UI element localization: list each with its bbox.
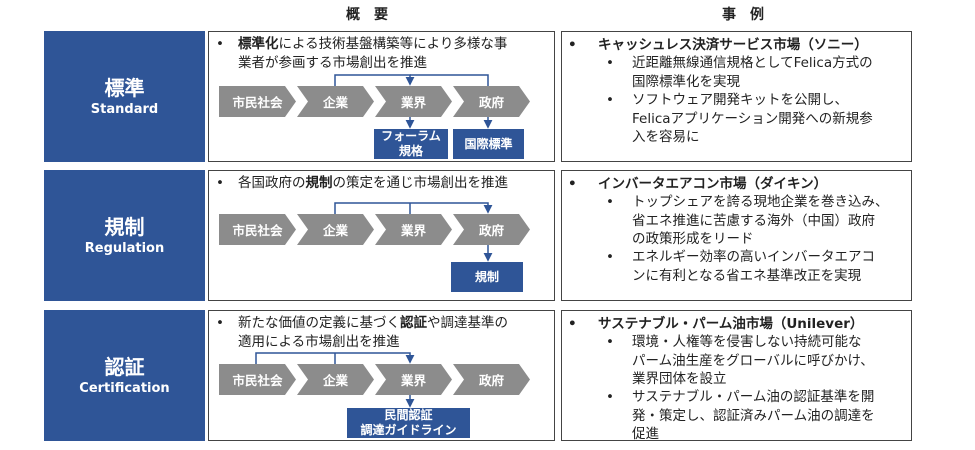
case-bullet: • bbox=[568, 37, 577, 53]
chain-civil-society: 市民社会 bbox=[219, 86, 296, 117]
overview-bold: 標準化 bbox=[238, 36, 279, 52]
chain-industry: 業界 bbox=[375, 214, 452, 245]
chain-civil-society: 市民社会 bbox=[219, 214, 296, 245]
row-label-en: Certification bbox=[79, 380, 170, 396]
output-regulation: 規制 bbox=[451, 262, 523, 292]
row-label-jp: 標準 bbox=[104, 75, 145, 100]
chain-company: 企業 bbox=[297, 364, 374, 395]
overview-rest: による技術基盤構築等により多様な事 bbox=[278, 36, 508, 52]
row-label-regulation: 規制 Regulation bbox=[44, 170, 205, 301]
bullet: • bbox=[216, 36, 224, 52]
overview-bold: 規制 bbox=[305, 175, 333, 191]
row-label-en: Regulation bbox=[84, 240, 165, 256]
case-title: サステナブル・パーム油市場（Unilever） bbox=[598, 316, 864, 332]
header-overview: 概要 bbox=[346, 7, 402, 23]
row-label-jp: 規制 bbox=[104, 214, 145, 239]
output-international-standard: 国際標準 bbox=[453, 129, 524, 159]
case-box-standard: • キャッシュレス決済サービス市場（ソニー） • 近距離無線通信規格としてFel… bbox=[561, 31, 912, 162]
chain-civil-society: 市民社会 bbox=[219, 364, 296, 395]
row-label-en: Standard bbox=[90, 101, 159, 117]
output-forum-standard: フォーラム規格 bbox=[374, 129, 448, 159]
overview-bold: 認証 bbox=[400, 315, 427, 331]
header-cases: 事例 bbox=[722, 7, 778, 23]
overview-text: • 各国政府の規制の策定を通じ市場創出を推進 bbox=[216, 175, 508, 191]
output-private-certification: 民間認証調達ガイドライン bbox=[347, 408, 470, 438]
chain-company: 企業 bbox=[297, 86, 374, 117]
overview-text: • 新たな価値の定義に基づく認証や調達基準の 適用による市場創出を推進 bbox=[216, 315, 508, 350]
chain-government: 政府 bbox=[453, 214, 530, 245]
overview-text: • 標準化による技術基盤構築等により多様な事 業者が参画する市場創出を推進 bbox=[216, 35, 551, 75]
case-title: キャッシュレス決済サービス市場（ソニー） bbox=[598, 37, 868, 53]
case-box-regulation: • インバータエアコン市場（ダイキン） • トップシェアを誇る現地企業を巻き込み… bbox=[561, 170, 912, 301]
chain-industry: 業界 bbox=[375, 86, 452, 117]
chain-industry: 業界 bbox=[375, 364, 452, 395]
case-box-certification: • サステナブル・パーム油市場（Unilever） • 環境・人権等を侵害しない… bbox=[561, 310, 912, 442]
chain-company: 企業 bbox=[297, 214, 374, 245]
case-title: インバータエアコン市場（ダイキン） bbox=[598, 176, 828, 192]
overview-line2: 業者が参画する市場創出を推進 bbox=[238, 54, 427, 71]
chain-government: 政府 bbox=[453, 364, 530, 395]
row-label-jp: 認証 bbox=[104, 354, 145, 379]
row-label-standard: 標準 Standard bbox=[44, 31, 205, 162]
chain-government: 政府 bbox=[453, 86, 530, 117]
row-label-certification: 認証 Certification bbox=[44, 310, 205, 441]
